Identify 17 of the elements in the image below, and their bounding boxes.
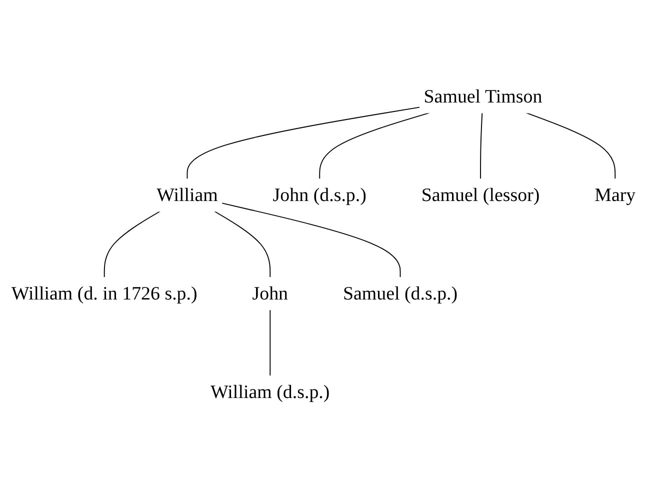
connector [186, 106, 420, 180]
connector [526, 112, 616, 180]
node-text: Samuel Timson [424, 86, 542, 108]
node-text: William (d.s.p.) [210, 382, 330, 403]
connector [104, 210, 161, 278]
node-text: Mary [594, 184, 636, 206]
node-text: William (d. in 1726 s.p.) [11, 283, 198, 304]
node-text: Samuel (d.s.p.) [342, 283, 458, 304]
connector [221, 202, 401, 278]
connector [214, 210, 271, 278]
node-text: John [252, 283, 288, 304]
connector [480, 112, 483, 180]
connector [319, 112, 430, 180]
connector [270, 309, 271, 377]
node-text: Samuel (lessor) [421, 184, 540, 206]
node-text: John (d.s.p.) [272, 184, 366, 206]
node-text: William [156, 184, 218, 206]
